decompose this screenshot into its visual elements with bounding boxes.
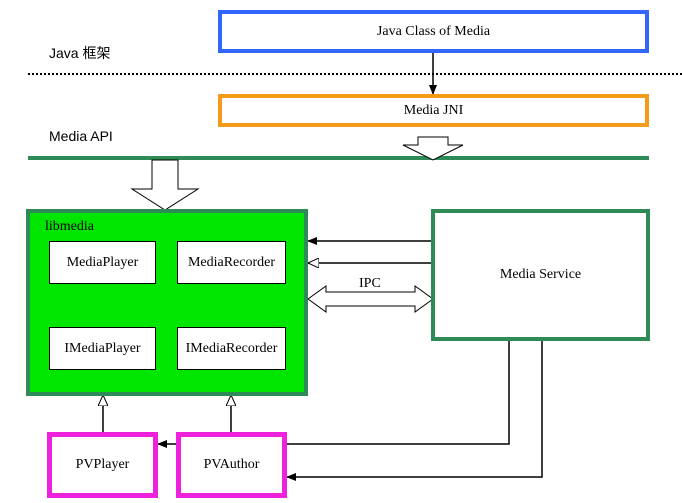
arrow-service-to-pvauthor [286, 340, 543, 481]
api-down-hollow-arrow [130, 159, 200, 211]
java-framework-label: Java 框架 [49, 45, 111, 61]
jni-down-hollow-arrow [402, 136, 464, 161]
media-service-box: Media Service [431, 209, 650, 341]
imedia-recorder-label: IMediaRecorder [185, 340, 278, 356]
java-class-of-media-label: Java Class of Media [376, 23, 491, 39]
media-api-label: Media API [49, 128, 113, 144]
imedia-player-box: IMediaPlayer [49, 327, 156, 370]
media-player-label: MediaPlayer [66, 254, 139, 270]
media-service-label: Media Service [499, 267, 582, 282]
imedia-player-label: IMediaPlayer [64, 340, 141, 356]
imedia-recorder-box: IMediaRecorder [177, 327, 286, 370]
pv-author-box: PVAuthor [176, 432, 287, 498]
media-jni-box: Media JNI [218, 94, 649, 127]
media-recorder-box: MediaRecorder [177, 241, 286, 284]
media-jni-label: Media JNI [403, 102, 464, 118]
pv-player-box: PVPlayer [47, 432, 158, 498]
pv-author-label: PVAuthor [203, 457, 260, 472]
pv-player-label: PVPlayer [75, 457, 130, 472]
libmedia-label: libmedia [45, 219, 94, 234]
media-recorder-label: MediaRecorder [187, 254, 276, 270]
java-class-of-media-box: Java Class of Media [218, 10, 649, 53]
media-player-box: MediaPlayer [49, 241, 156, 284]
ipc-label: IPC [359, 276, 381, 291]
